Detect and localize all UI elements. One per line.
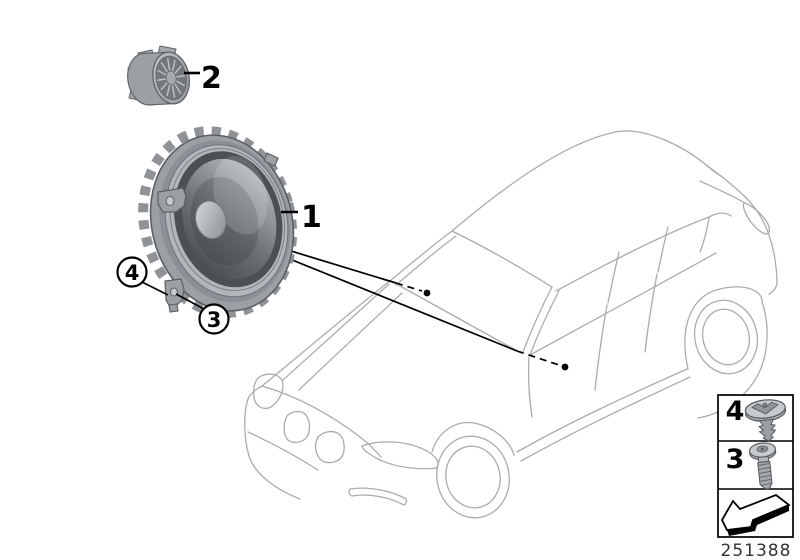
legend-box: 4 3 bbox=[717, 394, 794, 538]
callout-3-circle[interactable] bbox=[198, 303, 230, 335]
callout-1-label[interactable]: 1 bbox=[301, 200, 322, 235]
rear-bumper bbox=[697, 301, 768, 419]
location-dot-front-door bbox=[423, 289, 431, 297]
cowl-line bbox=[390, 280, 522, 354]
callout-1[interactable]: 1 bbox=[281, 200, 322, 235]
kidney-grille-right bbox=[314, 430, 345, 464]
front-wheel bbox=[436, 435, 510, 519]
callout-3-label[interactable]: 3 bbox=[207, 308, 222, 332]
rocker-line bbox=[516, 368, 691, 462]
leader-line-rear-door bbox=[269, 250, 518, 352]
direction-of-travel-arrow-icon bbox=[720, 493, 791, 536]
legend-label-3[interactable]: 3 bbox=[726, 444, 745, 475]
torx-screw-icon bbox=[748, 442, 777, 490]
headlight-right bbox=[361, 441, 439, 470]
car-silhouette bbox=[244, 130, 722, 500]
leader-line-front-door-dashed bbox=[395, 282, 423, 292]
car-outline bbox=[244, 130, 778, 519]
hood-crease-2 bbox=[298, 292, 403, 391]
hood-crease-1 bbox=[282, 283, 390, 381]
callout-3-leader bbox=[175, 293, 205, 310]
woofer-cone bbox=[182, 158, 277, 280]
rear-wheel-arch bbox=[684, 286, 763, 370]
front-wheel-rim bbox=[445, 445, 501, 509]
callout-4[interactable]: 4 bbox=[116, 256, 169, 296]
rear-wheel bbox=[693, 299, 759, 375]
taillight bbox=[742, 202, 770, 235]
c-pillar bbox=[657, 226, 669, 273]
callout-3[interactable]: 3 bbox=[175, 293, 230, 335]
expanding-rivet-icon bbox=[744, 399, 787, 442]
a-pillar bbox=[522, 286, 560, 356]
quarter-window-edge bbox=[699, 217, 710, 253]
woofer-dust-cap bbox=[194, 200, 227, 240]
rear-wheel-rim bbox=[702, 308, 750, 366]
location-dot-rear-door bbox=[561, 363, 569, 371]
hood-front-edge bbox=[261, 385, 382, 458]
woofer-tab-foot bbox=[168, 303, 179, 313]
spoiler-line bbox=[704, 163, 722, 177]
legend-label-4[interactable]: 4 bbox=[726, 396, 745, 427]
kidney-grille-left bbox=[283, 410, 311, 444]
legend-row-3[interactable]: 3 bbox=[726, 442, 780, 490]
callout-4-leader bbox=[141, 281, 169, 296]
leader-line-rear-door-dashed bbox=[516, 350, 560, 366]
legend-row-4[interactable]: 4 bbox=[726, 396, 789, 443]
callout-4-label[interactable]: 4 bbox=[125, 261, 140, 285]
rear-door-seam bbox=[644, 273, 658, 353]
front-door-seam bbox=[594, 304, 608, 391]
woofer-tab-top-hole bbox=[165, 196, 175, 206]
b-pillar bbox=[607, 251, 620, 304]
woofer-cone-highlight bbox=[213, 156, 268, 235]
rear-window-edge bbox=[699, 180, 746, 204]
callout-2[interactable]: 2 bbox=[184, 61, 222, 96]
front-wheel-arch bbox=[431, 421, 515, 456]
a-pillar-near bbox=[395, 235, 457, 286]
part-number: 251388 bbox=[721, 541, 792, 560]
car-rear-edge bbox=[720, 175, 778, 295]
woofer-bump-right bbox=[263, 152, 279, 167]
callout-2-label[interactable]: 2 bbox=[201, 61, 222, 96]
windshield-header bbox=[451, 230, 553, 288]
front-door-front-edge bbox=[527, 356, 533, 418]
bumper-intake bbox=[348, 487, 408, 506]
roof-drip-rail bbox=[555, 212, 732, 292]
midrange-woofer-speaker bbox=[138, 126, 298, 318]
tweeter-hub bbox=[165, 70, 177, 86]
beltline bbox=[529, 252, 717, 356]
callout-4-circle[interactable] bbox=[116, 256, 148, 288]
woofer-rim-line bbox=[169, 147, 285, 292]
bumper-crease bbox=[247, 431, 319, 471]
woofer-tab-hole bbox=[170, 287, 178, 297]
tweeter-speaker bbox=[127, 45, 191, 106]
headlight-left bbox=[252, 373, 284, 410]
